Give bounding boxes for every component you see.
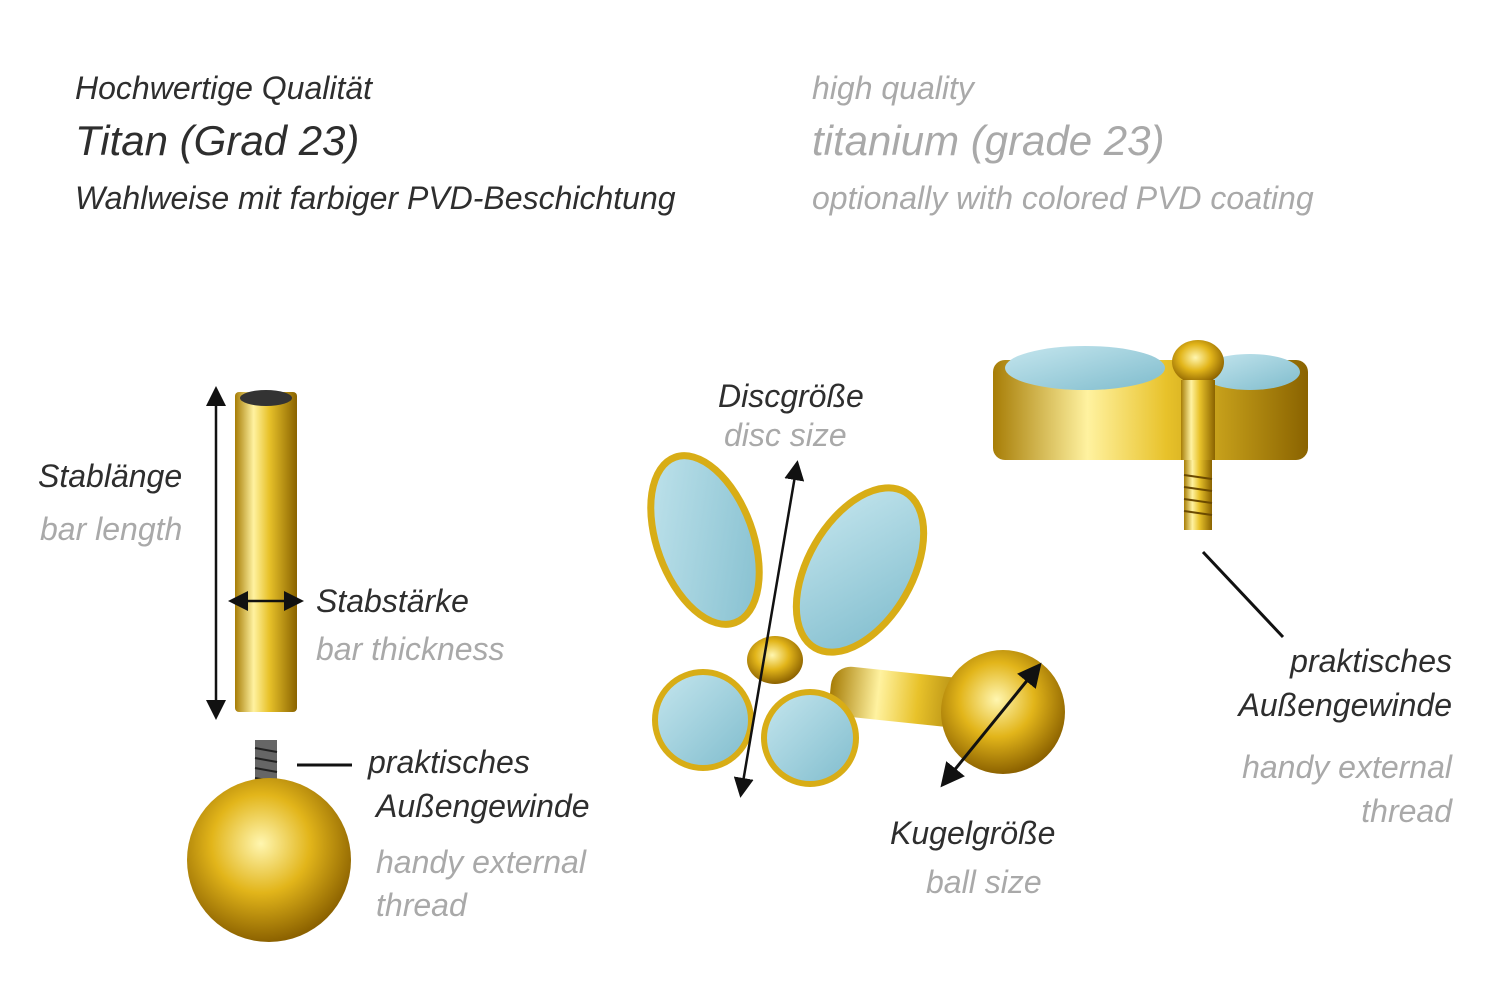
thread-left-label-en-2: thread bbox=[376, 887, 467, 923]
thread-right-label-en-2: thread bbox=[1361, 793, 1452, 829]
disc-size-label-en: disc size bbox=[724, 417, 847, 453]
bar-length-label-de: Stablänge bbox=[38, 458, 183, 494]
bar-thickness-label-de: Stabstärke bbox=[316, 583, 469, 619]
disc-size-label-de: Discgröße bbox=[718, 378, 864, 414]
bar-illustration bbox=[206, 386, 304, 720]
header-material-de: Titan (Grad 23) bbox=[75, 117, 360, 164]
butterfly-illustration bbox=[647, 452, 1065, 798]
thread-right-label-de-2: Außengewinde bbox=[1238, 687, 1452, 723]
thread-left-label-en-1: handy external bbox=[376, 844, 586, 880]
thread-left-label-de-1: praktisches bbox=[368, 744, 530, 780]
bar-thickness-label-en: bar thickness bbox=[316, 631, 505, 667]
ball-size-label-en: ball size bbox=[926, 864, 1042, 900]
thread-right-label-en-1: handy external bbox=[1242, 749, 1452, 785]
header-coating-de: Wahlweise mit farbiger PVD-Beschichtung bbox=[75, 180, 676, 216]
header-material-en: titanium (grade 23) bbox=[812, 117, 1165, 164]
thread-left-label-de-2: Außengewinde bbox=[376, 788, 590, 824]
header-quality-en: high quality bbox=[812, 70, 974, 106]
thread-right-label-de-1: praktisches bbox=[1290, 643, 1452, 679]
ball-size-label-de: Kugelgröße bbox=[890, 815, 1056, 851]
disc-top-illustration bbox=[993, 340, 1308, 639]
ball-illustration bbox=[187, 740, 352, 942]
header-coating-en: optionally with colored PVD coating bbox=[812, 180, 1314, 216]
header-quality-de: Hochwertige Qualität bbox=[75, 70, 373, 106]
bar-length-label-en: bar length bbox=[40, 511, 183, 547]
